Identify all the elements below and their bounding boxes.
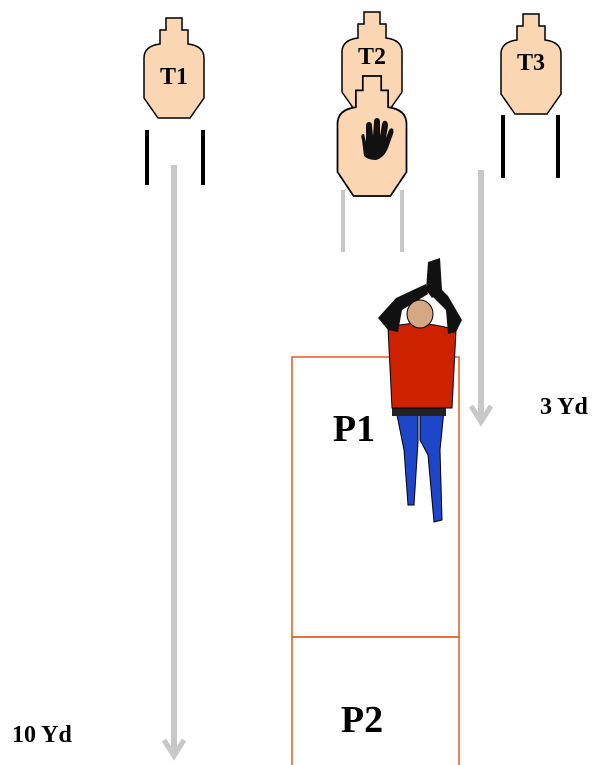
arrow-3yd xyxy=(471,170,491,422)
position-label-p1: P1 xyxy=(333,408,375,450)
arrow-10yd xyxy=(164,165,184,756)
target-t2-label: T2 xyxy=(358,44,386,70)
target-t1-label: T1 xyxy=(160,64,188,90)
distance-label-10yd: 10 Yd xyxy=(12,722,72,748)
distance-label-3yd: 3 Yd xyxy=(540,394,588,420)
shooter-figure xyxy=(378,258,462,522)
position-label-p2: P2 xyxy=(341,699,383,741)
target-t3: T3 xyxy=(501,14,561,114)
target-t3-label: T3 xyxy=(517,50,545,76)
target-stand-t3 xyxy=(503,115,558,178)
target-t1: T1 xyxy=(144,18,204,118)
target-stand-t2 xyxy=(343,190,402,252)
